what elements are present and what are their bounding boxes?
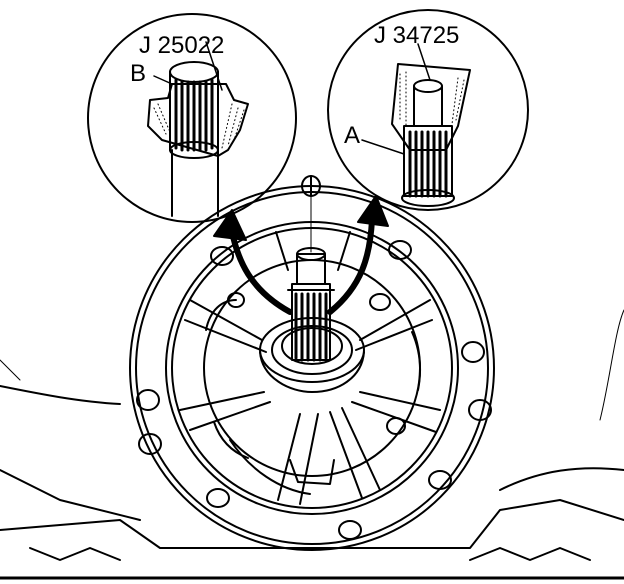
callout-b: B (130, 60, 147, 87)
right-inset (327, 9, 529, 211)
pump-pockets (205, 292, 421, 485)
callout-a: A (344, 122, 361, 149)
transmission-case (0, 309, 624, 580)
removal-arrows (213, 195, 389, 315)
pump-webs (179, 231, 441, 505)
tool-label-j34725: J 34725 (374, 22, 460, 49)
stator-shaft (287, 175, 335, 362)
oil-pump-body (129, 185, 495, 551)
flange-bolts (136, 240, 492, 540)
left-inset (87, 13, 297, 223)
central-hub (259, 317, 365, 393)
tool-label-j25022: J 25022 (139, 32, 225, 59)
